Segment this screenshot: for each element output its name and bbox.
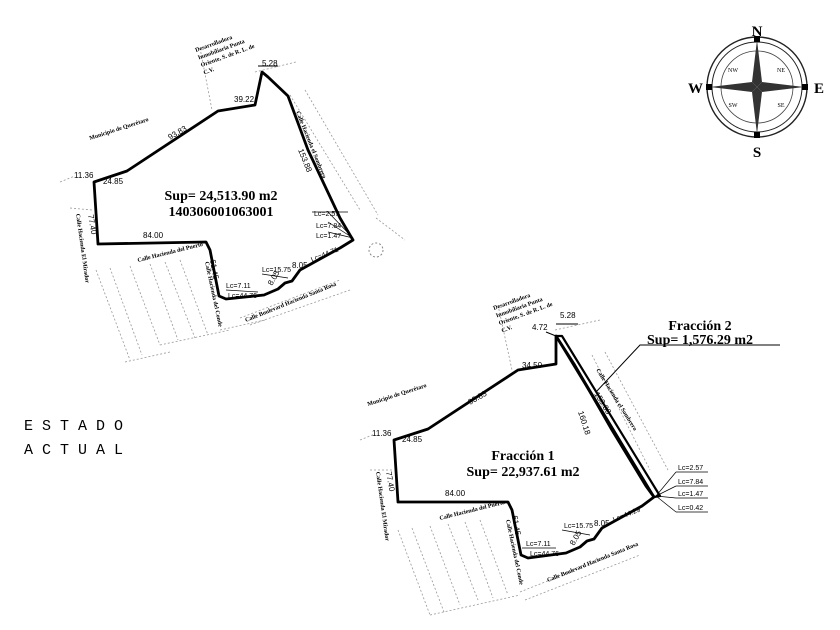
plan-top-dim-805a: 8.05 bbox=[292, 261, 308, 270]
plan-bottom-dim-2485: 24.85 bbox=[402, 435, 423, 444]
plan-bottom-street-5: Calle Boulevard Hacienda Santa Rosa bbox=[547, 542, 640, 584]
plan-top-owner-line4: C.V. bbox=[203, 67, 216, 77]
plan-top-lc-e: Lc=15.75 bbox=[262, 267, 291, 274]
compass-rose-icon: N S E W NW NE SW SE bbox=[688, 24, 824, 161]
plan-top-dim-6145: 61.45 bbox=[208, 259, 220, 281]
plan-top-lc-d: Lc=44.71 bbox=[310, 246, 340, 263]
plan-bottom-lc-a: Lc=2.57 bbox=[678, 465, 703, 472]
plan-bottom-dim-472: 4.72 bbox=[532, 323, 548, 332]
compass-s-label: S bbox=[753, 145, 761, 161]
plan-bottom-dim-805a: 8.05 bbox=[594, 519, 610, 528]
plan-bottom-dim-16018: 160.18 bbox=[576, 410, 592, 437]
compass-ne-label: NE bbox=[777, 68, 785, 74]
plan-top-clave: 140306001063001 bbox=[169, 205, 274, 220]
plan-bottom-fr2-title: Fracción 2 bbox=[668, 319, 731, 334]
plan-top-lc-c: Lc=1.47 bbox=[316, 233, 341, 240]
plan-top-owner: Desarrolladora Inmobiliaria Punta Orient… bbox=[195, 35, 256, 77]
plan-bottom-dim-528: 5.28 bbox=[560, 311, 576, 320]
compass-nw-label: NW bbox=[728, 68, 738, 74]
plan-bottom-dim-6145: 61.45 bbox=[510, 515, 522, 537]
plan-bottom-dim-8400: 84.00 bbox=[445, 489, 466, 498]
plan-bottom-fr1-title: Fracción 1 bbox=[491, 449, 554, 464]
plan-bottom-lc-d: Lc=0.42 bbox=[678, 505, 703, 512]
plan-bottom-fr2-sup: Sup= 1,576.29 m2 bbox=[647, 333, 753, 348]
compass-sw-label: SW bbox=[729, 103, 738, 109]
plan-bottom-dim-3450: 34.50 bbox=[522, 361, 543, 370]
plan-bottom-municipio: Municipio de Querétaro bbox=[367, 383, 428, 408]
plan-top-boundary bbox=[92, 70, 355, 301]
compass-n-label: N bbox=[752, 24, 763, 40]
plan-bottom-owner-line4: C.V. bbox=[501, 325, 514, 335]
plan-top-dim-528: 5.28 bbox=[262, 59, 278, 68]
plan-bottom-fr1-sup: Sup= 22,937.61 m2 bbox=[467, 465, 580, 480]
plan-top-dim-8400: 84.00 bbox=[143, 231, 164, 240]
plan-bottom-dim-7740: 77.40 bbox=[384, 471, 396, 493]
plan-bottom-fraccion1-boundary bbox=[392, 334, 656, 560]
plan-bottom-lc-f: Lc=15.75 bbox=[564, 523, 593, 530]
plan-bottom: Fracción 1 Sup= 22,937.61 m2 Fracción 2 … bbox=[359, 293, 780, 616]
plan-top-dim-1136: 11.36 bbox=[74, 171, 94, 180]
plan-top-lc-f: Lc=44.76 bbox=[228, 293, 257, 300]
plan-bottom-lc-c: Lc=1.47 bbox=[678, 491, 703, 498]
plan-top-street-3: Calle Hacienda del Puerto bbox=[137, 242, 204, 264]
plan-bottom-lc-b: Lc=7.84 bbox=[678, 479, 703, 486]
plan-top: Sup= 24,513.90 m2 140306001063001 Desarr… bbox=[59, 35, 406, 363]
plan-top-dim-7740: 77.40 bbox=[86, 214, 98, 236]
plan-top-street-2: Calle Hacienda El Mirador bbox=[74, 213, 90, 283]
compass-e-label: E bbox=[814, 81, 824, 97]
compass-w-label: W bbox=[688, 81, 703, 97]
plan-top-municipio: Municipio de Querétaro bbox=[89, 117, 150, 142]
plan-top-dim-3922: 39.22 bbox=[234, 95, 255, 104]
plan-top-lc-g: Lc=7.11 bbox=[226, 283, 251, 290]
plan-bottom-lc-g: Lc=44.76 bbox=[530, 551, 559, 558]
plan-top-lc-b: Lc=7.84 bbox=[316, 223, 341, 230]
estado-label-line1: ESTADO bbox=[24, 418, 133, 435]
plan-top-dim-2485: 24.85 bbox=[103, 177, 124, 186]
plan-top-street-5: Calle Boulevard Hacienda Santa Rosa bbox=[245, 282, 338, 324]
plan-bottom-lc-h: Lc=7.11 bbox=[526, 541, 551, 548]
plan-top-context-lines bbox=[59, 47, 406, 363]
plan-bottom-lc-e: Lc=44.29 bbox=[612, 506, 642, 523]
plan-bottom-dim-1136: 11.36 bbox=[372, 429, 392, 438]
plan-top-sup: Sup= 24,513.90 m2 bbox=[165, 189, 278, 204]
plan-bottom-context-lines bbox=[359, 304, 669, 616]
plan-top-lc-a: Lc=2.57 bbox=[314, 211, 339, 218]
estado-label-line2: ACTUAL bbox=[24, 442, 133, 459]
compass-se-label: SE bbox=[777, 103, 784, 109]
